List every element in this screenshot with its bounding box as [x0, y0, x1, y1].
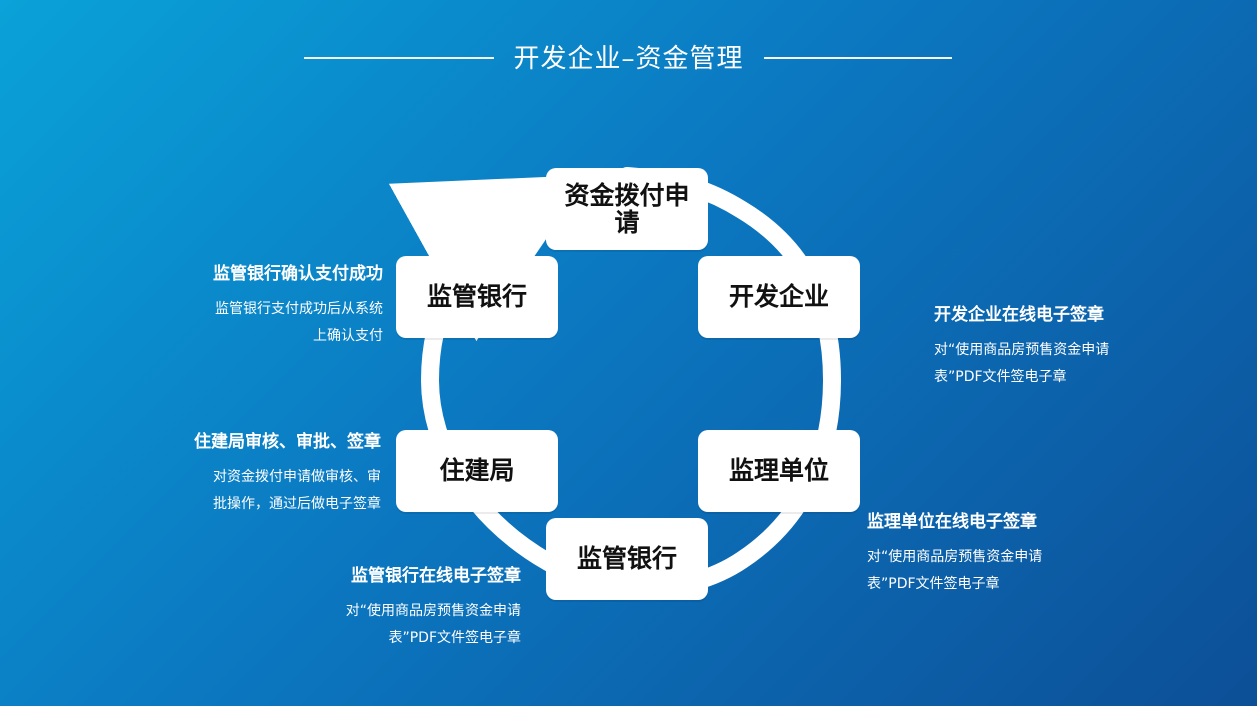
node-fund-allocation-request: 资金拨付申请: [546, 168, 708, 250]
cycle-arrow: [388, 175, 590, 342]
description-title: 监理单位在线电子签章: [867, 512, 1037, 532]
description-body-line-1: 对“使用商品房预售资金申请: [867, 549, 1043, 566]
description-title: 监管银行确认支付成功: [213, 264, 383, 284]
node-development-company: 开发企业: [698, 256, 860, 338]
description-body-line-2: 批操作，通过后做电子签章: [213, 495, 381, 512]
node-supervision-unit: 监理单位: [698, 430, 860, 512]
description-body-line-1: 对资金拨付申请做审核、审: [213, 469, 381, 486]
description-housing-bureau-review: 住建局审核、审批、签章 对资金拨付申请做审核、审 批操作，通过后做电子签章: [160, 432, 381, 518]
node-label-fund-allocation-request: 资金拨付申请: [564, 180, 690, 237]
description-body-line-1: 对“使用商品房预售资金申请: [934, 342, 1110, 359]
description-title: 住建局审核、审批、签章: [194, 432, 381, 452]
node-housing-bureau: 住建局: [396, 430, 558, 512]
node-label-supervising-bank-bottom: 监管银行: [576, 544, 677, 574]
description-body-line-1: 监管银行支付成功后从系统: [215, 301, 383, 318]
title-left-divider: [304, 57, 494, 59]
description-supervising-bank-signature: 监管银行在线电子签章 对“使用商品房预售资金申请 表”PDF文件签电子章: [312, 566, 521, 652]
title-right-divider: [764, 57, 952, 59]
description-body-line-2: 表”PDF文件签电子章: [934, 368, 1067, 385]
description-title: 监管银行在线电子签章: [351, 566, 521, 586]
description-body-line-2: 表”PDF文件签电子章: [388, 629, 521, 646]
description-body-line-1: 对“使用商品房预售资金申请: [345, 603, 521, 620]
node-label-housing-bureau: 住建局: [439, 456, 515, 486]
node-supervising-bank-top: 监管银行: [396, 256, 558, 338]
node-supervising-bank-bottom: 监管银行: [546, 518, 708, 600]
description-title: 开发企业在线电子签章: [934, 305, 1104, 325]
node-label-development-company: 开发企业: [728, 282, 829, 312]
node-label-supervision-unit: 监理单位: [728, 456, 829, 486]
node-label-supervising-bank-top: 监管银行: [426, 282, 527, 312]
page-title-area: 开发企业–资金管理: [0, 28, 1257, 88]
page-title: 开发企业–资金管理: [513, 44, 744, 74]
description-supervision-unit-signature: 监理单位在线电子签章 对“使用商品房预售资金申请 表”PDF文件签电子章: [867, 512, 1087, 598]
description-development-company-signature: 开发企业在线电子签章 对“使用商品房预售资金申请 表”PDF文件签电子章: [934, 305, 1154, 391]
description-body-line-2: 上确认支付: [313, 327, 383, 344]
description-supervising-bank-confirmation: 监管银行确认支付成功 监管银行支付成功后从系统 上确认支付: [173, 264, 383, 350]
description-body-line-2: 表”PDF文件签电子章: [867, 575, 1000, 592]
